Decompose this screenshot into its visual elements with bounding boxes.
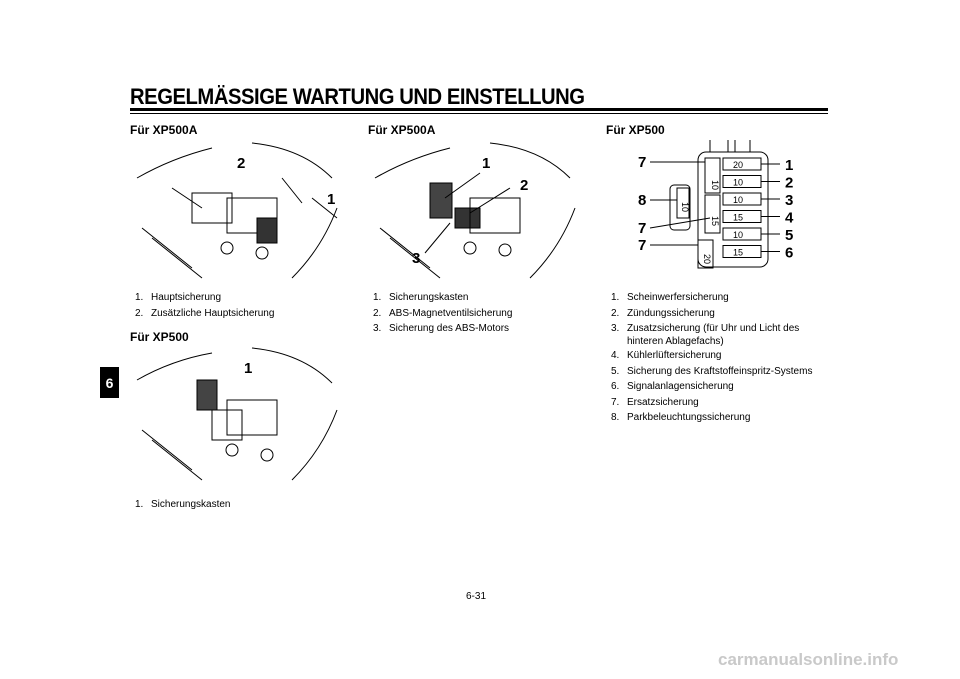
list-item: 3.Zusatzsicherung (für Uhr und Licht des…	[611, 323, 800, 347]
list-item: 2.ABS-Magnetventilsicherung	[373, 307, 513, 319]
list-item: 6.Signalanlagensicherung	[611, 381, 734, 392]
list-item: 1.Hauptsicherung	[135, 292, 222, 303]
fuse-rating: 10	[733, 195, 743, 205]
list-item: 1.Sicherungskasten	[135, 499, 231, 510]
callout-label: 1	[244, 360, 252, 377]
legend-list: 1.Sicherungskasten	[135, 497, 365, 513]
legend-list: 1.Scheinwerfersicherung 2.Zündungssicher…	[611, 290, 826, 426]
list-item: 5.Sicherung des Kraftstoffeinspritz-Syst…	[611, 365, 813, 377]
scooter-abs-fuse-photo: 1 2 3	[374, 142, 576, 279]
callout-label: 2	[785, 175, 793, 192]
fuse-rating: 10	[733, 230, 743, 240]
callout-label: 2	[237, 155, 245, 172]
fuse-rating: 15	[733, 213, 743, 223]
callout-label: 7	[638, 237, 646, 254]
section-heading: Für XP500A	[130, 123, 198, 137]
callout-label: 3	[785, 192, 793, 209]
section-heading: Für XP500	[130, 330, 189, 344]
callout-label: 7	[638, 154, 646, 171]
fuse-rating: 10	[710, 180, 720, 190]
list-item: 1.Sicherungskasten	[373, 292, 469, 303]
callout-label: 3	[412, 250, 420, 267]
fuse-rating: 10	[733, 178, 743, 188]
fuse-rating: 15	[710, 216, 720, 226]
header-rule	[130, 108, 828, 111]
section-heading: Für XP500	[606, 123, 665, 137]
section-heading: Für XP500A	[368, 123, 436, 137]
callout-label: 1	[327, 191, 335, 208]
list-item: 2.Zusätzliche Hauptsicherung	[135, 307, 275, 319]
list-item: 3.Sicherung des ABS-Motors	[373, 323, 510, 334]
page-title: REGELMÄSSIGE WARTUNG UND EINSTELLUNG	[130, 84, 585, 109]
list-item: 2.Zündungssicherung	[611, 307, 715, 319]
legend-list: 1.Hauptsicherung 2.Zusätzliche Hauptsich…	[135, 290, 365, 321]
list-item: 4.Kühlerlüftersicherung	[611, 350, 722, 361]
page-number: 6-31	[466, 591, 487, 602]
list-item: 7.Ersatzsicherung	[611, 396, 699, 408]
fuse-rating: 10	[680, 202, 690, 212]
scooter-fuse-photo: 2 1	[136, 142, 338, 279]
fuse-rating: 15	[733, 248, 743, 258]
callout-label: 7	[638, 220, 646, 237]
chapter-tab: 6	[100, 367, 119, 398]
fuse-box-diagram: 20 1 10 2 10 3 15 4 10 5 15 6 10 15 20 10 7 8 7 7	[638, 140, 794, 269]
legend-list: 1.Sicherungskasten 2.ABS-Magnetventilsic…	[373, 290, 603, 337]
list-item: 1.Scheinwerfersicherung	[611, 292, 729, 303]
callout-label: 2	[520, 177, 528, 194]
callout-label: 4	[785, 210, 794, 227]
watermark: carmanualsonline.info	[718, 650, 899, 669]
callout-label: 5	[785, 227, 793, 244]
list-item: 8.Parkbeleuchtungssicherung	[611, 412, 751, 423]
callout-label: 1	[482, 155, 490, 172]
callout-label: 6	[785, 245, 793, 262]
fuse-rating: 20	[702, 254, 712, 264]
callout-label: 1	[785, 157, 793, 174]
header-rule-thin	[130, 113, 828, 114]
scooter-fusebox-photo: 1	[136, 347, 338, 481]
callout-label: 8	[638, 192, 646, 209]
fuse-rating: 20	[733, 160, 743, 170]
